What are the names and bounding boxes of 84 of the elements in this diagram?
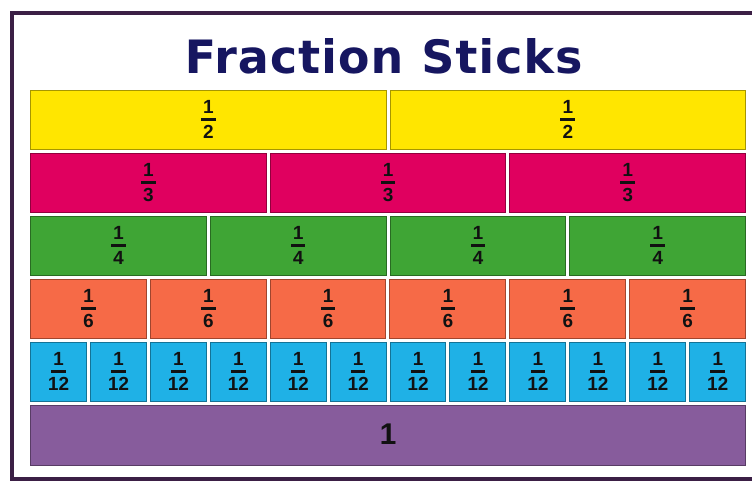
- fraction-stick: [569, 342, 626, 402]
- fraction-stick: [569, 216, 746, 276]
- denominator: 3: [143, 184, 154, 205]
- fraction-stick: [389, 279, 506, 339]
- numerator: 1: [590, 350, 606, 373]
- denominator: 12: [168, 373, 189, 394]
- numerator: 1: [51, 350, 66, 373]
- fraction-stick: [509, 153, 746, 213]
- fraction-stick: [509, 342, 566, 402]
- numerator: 1: [350, 350, 366, 373]
- denominator: 12: [48, 373, 70, 394]
- numerator: 1: [290, 224, 306, 247]
- fraction-stick: [390, 216, 566, 276]
- numerator: 1: [200, 287, 216, 310]
- fraction-stick: [210, 216, 386, 276]
- numerator: 1: [111, 350, 126, 373]
- fraction-stick: [30, 279, 147, 339]
- fraction-stick: [30, 216, 207, 276]
- denominator: 2: [562, 121, 574, 142]
- denominator: 12: [587, 373, 608, 394]
- denominator: 4: [472, 247, 484, 268]
- denominator: 12: [407, 373, 429, 394]
- fraction-stick: [30, 90, 386, 150]
- denominator: 6: [202, 310, 214, 331]
- fraction-stick: [689, 342, 746, 402]
- denominator: 12: [707, 373, 728, 394]
- fraction-stick: [150, 279, 267, 339]
- numerator: 1: [230, 350, 246, 373]
- numerator: 1: [410, 350, 426, 373]
- numerator: 1: [620, 161, 635, 184]
- denominator: 12: [108, 373, 129, 394]
- denominator: 4: [652, 247, 663, 268]
- fraction-stick: [270, 153, 506, 213]
- denominator: 12: [647, 373, 668, 394]
- numerator: 1: [380, 161, 396, 184]
- fraction-stick: [30, 405, 746, 466]
- numerator: 1: [320, 287, 336, 310]
- title: Fraction Sticks: [184, 29, 584, 85]
- numerator: 1: [650, 350, 665, 373]
- numerator: 1: [560, 98, 576, 121]
- denominator: 3: [622, 184, 633, 205]
- numerator: 1: [378, 420, 398, 451]
- fraction-stick: [210, 342, 267, 402]
- numerator: 1: [81, 287, 96, 310]
- fraction-stick: [270, 342, 327, 402]
- numerator: 1: [111, 224, 126, 247]
- numerator: 1: [650, 224, 665, 247]
- fraction-stick: [390, 90, 746, 150]
- fraction-stick: [629, 342, 686, 402]
- numerator: 1: [680, 287, 695, 310]
- denominator: 3: [382, 184, 394, 205]
- denominator: 12: [288, 373, 309, 394]
- denominator: 12: [348, 373, 369, 394]
- denominator: 6: [562, 310, 574, 331]
- denominator: 6: [322, 310, 334, 331]
- fraction-stick: [150, 342, 207, 402]
- numerator: 1: [470, 350, 486, 373]
- numerator: 1: [141, 161, 156, 184]
- denominator: 12: [228, 373, 249, 394]
- numerator: 1: [171, 350, 186, 373]
- numerator: 1: [530, 350, 546, 373]
- numerator: 1: [710, 350, 725, 373]
- fraction-stick: [30, 153, 267, 213]
- denominator: 6: [682, 310, 693, 331]
- fraction-stick: [449, 342, 506, 402]
- fraction-stick: [390, 342, 446, 402]
- fraction-stick: [30, 342, 87, 402]
- fraction-stick: [90, 342, 147, 402]
- numerator: 1: [470, 224, 486, 247]
- denominator: 2: [202, 121, 214, 142]
- denominator: 4: [292, 247, 304, 268]
- numerator: 1: [290, 350, 306, 373]
- fraction-stick: [509, 279, 626, 339]
- fraction-stick: [270, 279, 386, 339]
- denominator: 6: [442, 310, 454, 331]
- numerator: 1: [200, 98, 216, 121]
- denominator: 6: [83, 310, 94, 331]
- fraction-stick: [629, 279, 746, 339]
- denominator: 4: [113, 247, 124, 268]
- fraction-stick: [330, 342, 387, 402]
- numerator: 1: [560, 287, 576, 310]
- numerator: 1: [440, 287, 456, 310]
- denominator: 12: [527, 373, 548, 394]
- denominator: 12: [467, 373, 488, 394]
